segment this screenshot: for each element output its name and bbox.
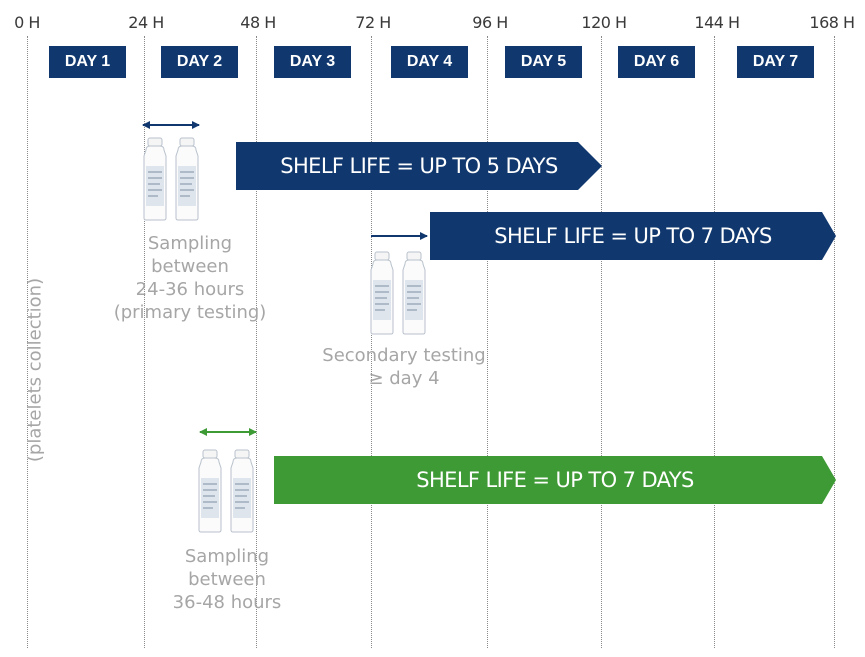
caption-line: between: [151, 256, 229, 277]
sample-bottle-icon: [370, 251, 394, 335]
secondary-testing-caption: Secondary testing ≥ day 4: [304, 344, 504, 390]
hour-label-24: 24 H: [128, 13, 164, 32]
day-badge-4: DAY 4: [391, 46, 468, 78]
caption-line: between: [188, 569, 266, 590]
caption-line: (primary testing): [113, 302, 267, 323]
late-sampling-caption: Sampling between 36-48 hours: [147, 545, 307, 614]
hour-label-168: 168 H: [809, 13, 855, 32]
gridline-0h: [27, 36, 28, 648]
gridline-24h: [144, 36, 145, 648]
sample-bottle-icon: [402, 251, 426, 335]
day-badge-3: DAY 3: [274, 46, 351, 78]
caption-line: ≥ day 4: [368, 368, 440, 389]
hour-label-0: 0 H: [14, 13, 40, 32]
shelf-life-7-days-green-text: SHELF LIFE = UP TO 7 DAYS: [416, 468, 694, 492]
sample-bottle-icon: [230, 449, 254, 533]
sample-bottle-icon-pair-3: [198, 449, 254, 533]
banner-arrow-shape-navy: [236, 142, 602, 190]
sample-bottle-icon: [175, 137, 199, 221]
sample-bottle-icon: [198, 449, 222, 533]
hour-label-120: 120 H: [581, 13, 627, 32]
gridline-144h: [714, 36, 715, 648]
gridline-96h: [487, 36, 488, 648]
sample-bottle-icon: [143, 137, 167, 221]
shelf-life-5-days-banner: SHELF LIFE = UP TO 5 DAYS: [236, 142, 602, 190]
sample-bottle-icon-pair-1: [143, 137, 199, 221]
gridline-168h: [834, 36, 835, 648]
sample-bottle-icon-pair-2: [370, 251, 426, 335]
gridline-48h: [256, 36, 257, 648]
banner-arrow-shape-green: [274, 456, 836, 504]
gridline-72h: [371, 36, 372, 648]
primary-sampling-caption: Sampling between 24-36 hours (primary te…: [110, 232, 270, 324]
gridline-120h: [601, 36, 602, 648]
day-badge-1: DAY 1: [49, 46, 126, 78]
hour-label-96: 96 H: [472, 13, 508, 32]
shelf-life-7-days-banner-green: SHELF LIFE = UP TO 7 DAYS: [274, 456, 836, 504]
day-badge-5: DAY 5: [505, 46, 582, 78]
hour-label-72: 72 H: [355, 13, 391, 32]
caption-line: Sampling: [184, 546, 270, 567]
shelf-life-7-days-banner: SHELF LIFE = UP TO 7 DAYS: [430, 212, 836, 260]
day-badge-6: DAY 6: [618, 46, 695, 78]
hour-label-48: 48 H: [240, 13, 276, 32]
banner-arrow-shape-navy-extended: [430, 212, 836, 260]
caption-line: Secondary testing: [322, 345, 486, 366]
day-badge-7: DAY 7: [737, 46, 814, 78]
hour-label-144: 144 H: [694, 13, 740, 32]
day-badge-2: DAY 2: [161, 46, 238, 78]
shelf-life-5-days-text: SHELF LIFE = UP TO 5 DAYS: [280, 154, 558, 178]
caption-line: 36-48 hours: [172, 592, 282, 613]
caption-line: Sampling: [147, 233, 233, 254]
shelf-life-7-days-text: SHELF LIFE = UP TO 7 DAYS: [494, 224, 772, 248]
caption-line: 24-36 hours: [135, 279, 245, 300]
